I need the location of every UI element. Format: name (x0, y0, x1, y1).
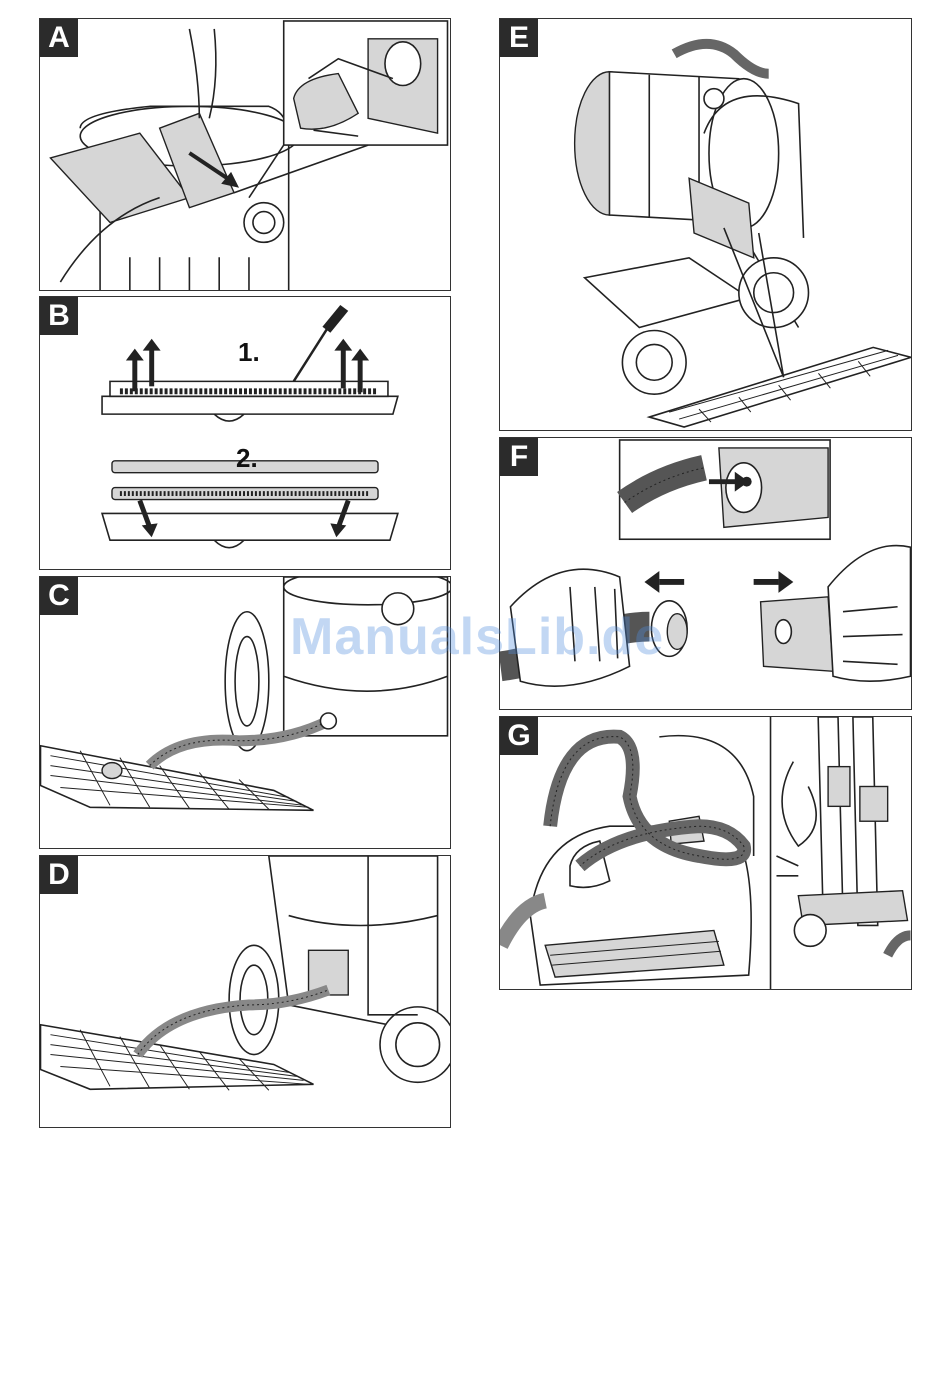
panel-f: F (499, 437, 912, 710)
panel-a-label: A (40, 19, 78, 57)
panel-b-label: B (40, 297, 78, 335)
panel-e-label: E (500, 19, 538, 57)
watermark: ManualsLib.de (290, 607, 664, 667)
panel-b: B 1. 2. (39, 296, 451, 570)
hose-disconnect-illustration (500, 438, 911, 709)
panel-d: D (39, 855, 451, 1128)
panel-c-label: C (40, 577, 78, 615)
panel-e: E (499, 18, 912, 431)
step-2-label: 2. (236, 443, 258, 474)
storage-illustration (500, 717, 911, 989)
step-1-label: 1. (238, 337, 260, 368)
panel-f-label: F (500, 438, 538, 476)
vacuum-tipping-illustration (500, 19, 911, 430)
filter-insert-illustration (40, 19, 450, 290)
panel-g: G (499, 716, 912, 990)
tilted-vacuum-drain-illustration (40, 856, 450, 1127)
panel-a: A (39, 18, 451, 291)
panel-g-label: G (500, 717, 538, 755)
panel-d-label: D (40, 856, 78, 894)
